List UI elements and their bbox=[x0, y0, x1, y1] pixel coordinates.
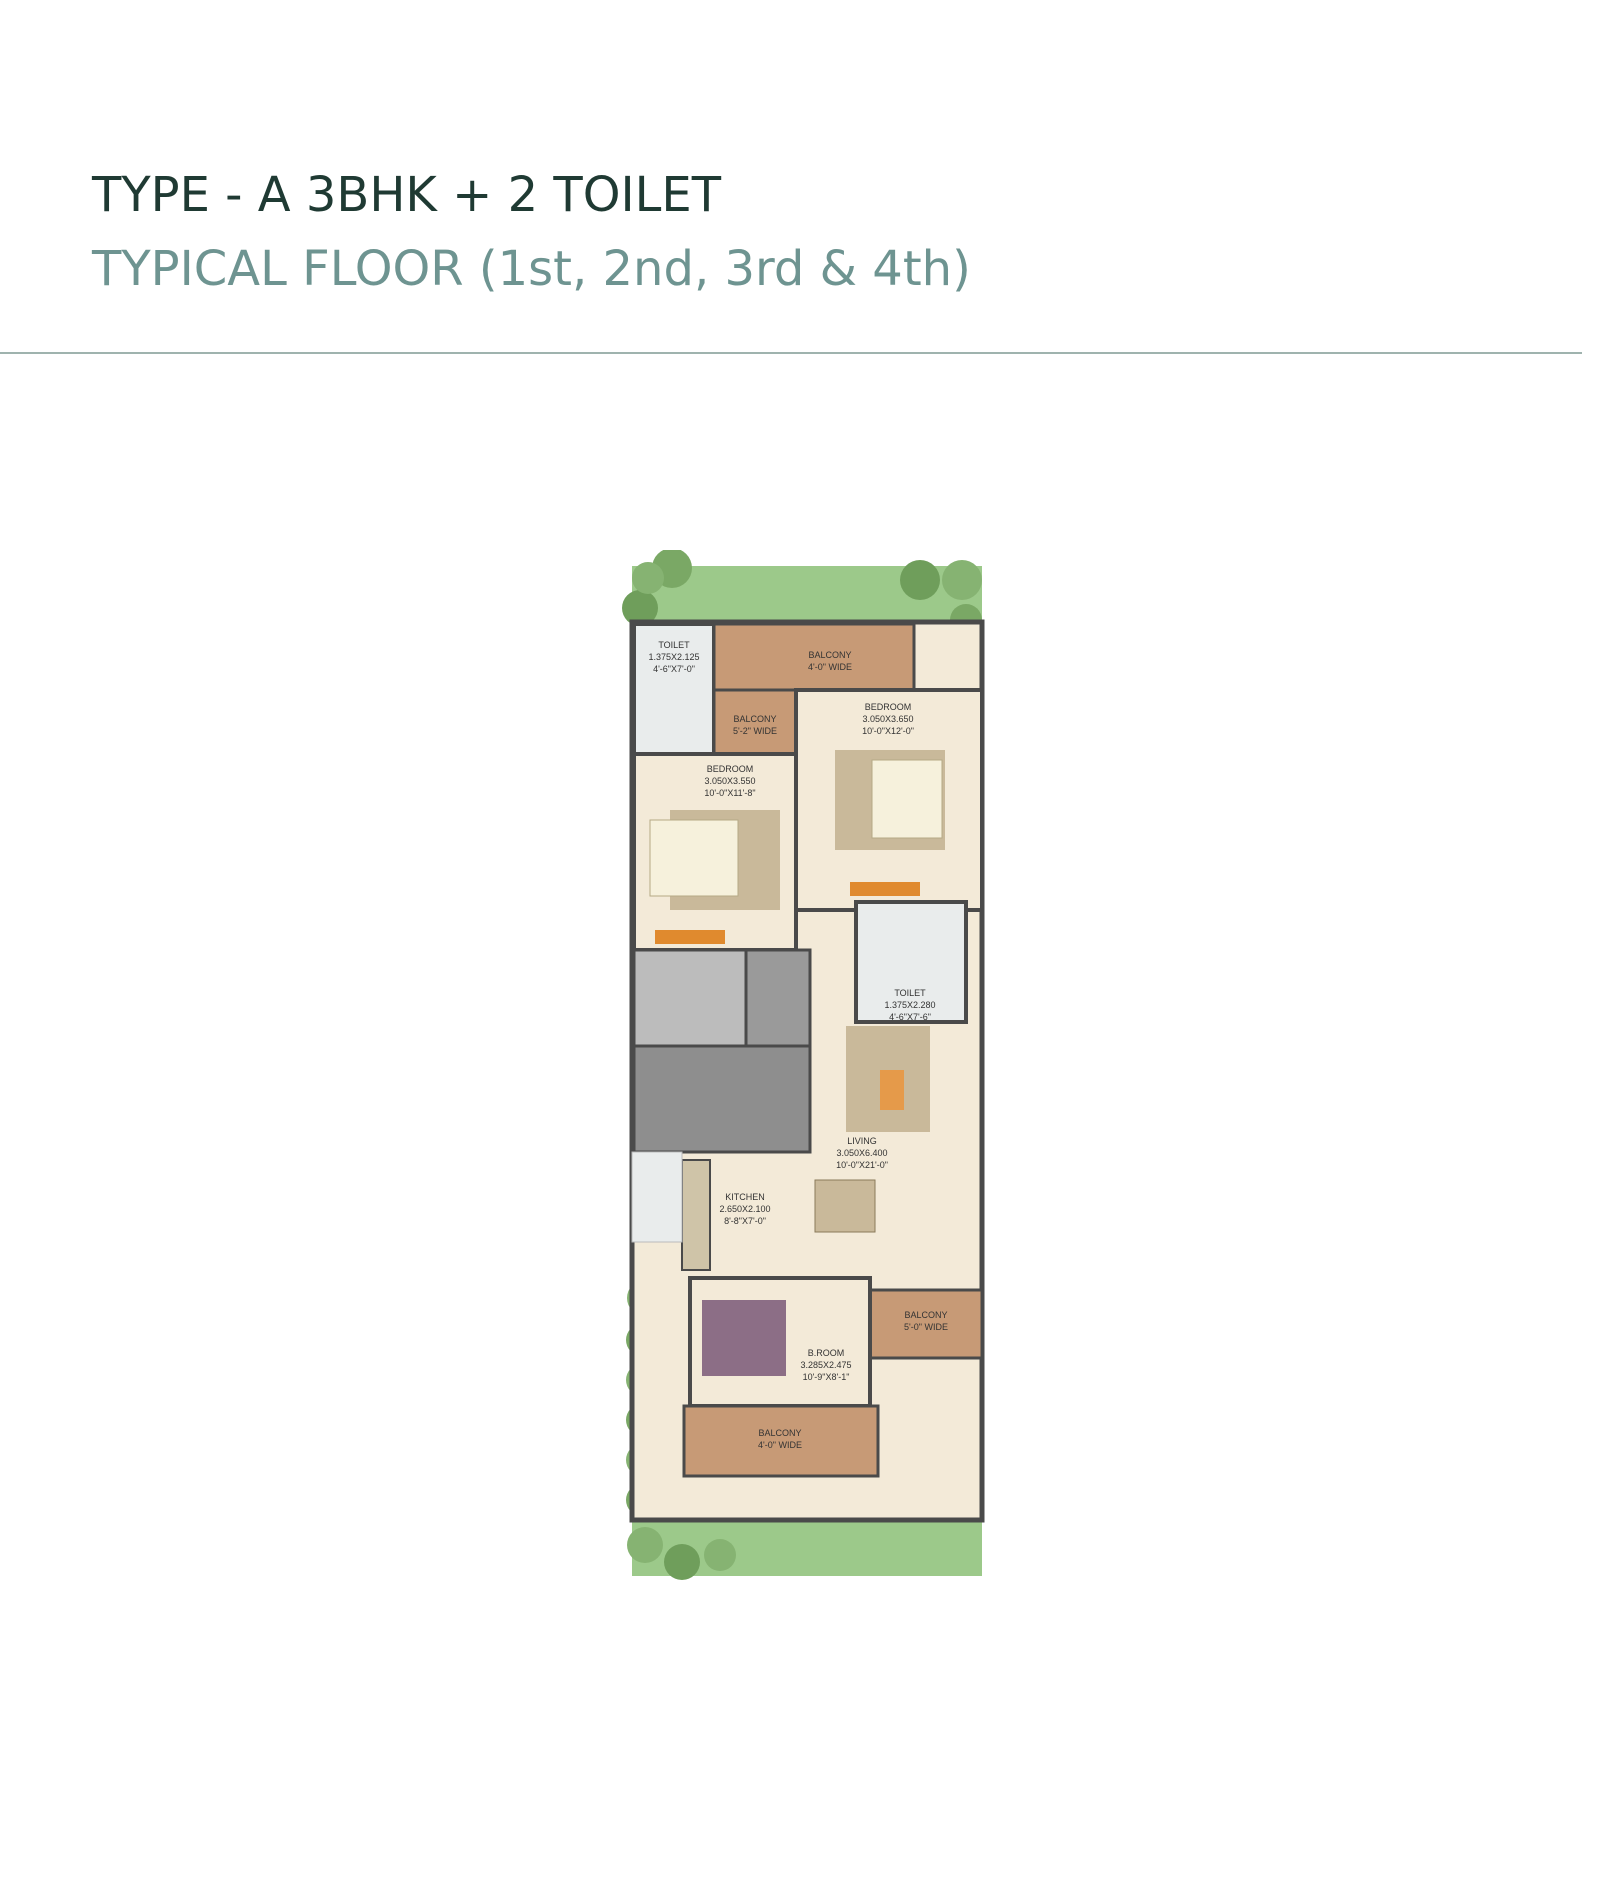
room-name: TOILET bbox=[658, 640, 690, 650]
room-size: 3.285X2.475 bbox=[800, 1360, 851, 1370]
stairs bbox=[632, 1044, 812, 1154]
floor-plan-drawing: TOILET 1.375X2.125 4'-6"X7'-0" BALCONY 4… bbox=[622, 550, 985, 1580]
balcony-bottom-area bbox=[682, 1404, 880, 1478]
room-size: 4'-6"X7'-6" bbox=[889, 1012, 931, 1022]
bed bbox=[702, 1300, 786, 1376]
room-size: 10'-0"X11'-8" bbox=[704, 788, 755, 798]
dining-table bbox=[814, 1179, 876, 1233]
room-name: BALCONY bbox=[808, 650, 851, 660]
floor-plan: TOILET 1.375X2.125 4'-6"X7'-0" BALCONY 4… bbox=[590, 550, 1010, 1610]
room-size: 5'-2" WIDE bbox=[733, 726, 777, 736]
room-size: 4'-0" WIDE bbox=[808, 662, 852, 672]
lift bbox=[632, 948, 748, 1048]
stair-landing bbox=[744, 948, 812, 1048]
room-size: 3.050X3.550 bbox=[704, 776, 755, 786]
room-name: BEDROOM bbox=[707, 764, 754, 774]
room-name: KITCHEN bbox=[725, 1192, 765, 1202]
entry-strip bbox=[631, 1151, 683, 1243]
room-name: BEDROOM bbox=[865, 702, 912, 712]
bed bbox=[871, 759, 943, 839]
tree-cluster-top-left bbox=[622, 550, 692, 626]
page-subtitle: TYPICAL FLOOR (1st, 2nd, 3rd & 4th) bbox=[92, 241, 971, 297]
room-size: 4'-0" WIDE bbox=[758, 1440, 802, 1450]
kitchen-counter bbox=[681, 1159, 711, 1271]
room-name: BALCONY bbox=[758, 1428, 801, 1438]
heading: TYPE - A 3BHK + 2 TOILET TYPICAL FLOOR (… bbox=[92, 165, 971, 299]
coffee-table bbox=[880, 1070, 904, 1110]
room-size: 10'-0"X21'-0" bbox=[836, 1160, 888, 1170]
room-name: LIVING bbox=[847, 1136, 877, 1146]
bed bbox=[649, 819, 739, 897]
room-size: 4'-6"X7'-0" bbox=[653, 664, 695, 674]
room-size: 10'-0"X12'-0" bbox=[862, 726, 914, 736]
room-size: 5'-0" WIDE bbox=[904, 1322, 948, 1332]
room-name: BALCONY bbox=[733, 714, 776, 724]
divider-line bbox=[0, 352, 1582, 354]
wardrobe bbox=[850, 882, 920, 896]
room-name: B.ROOM bbox=[808, 1348, 845, 1358]
room-name: BALCONY bbox=[904, 1310, 947, 1320]
room-name: TOILET bbox=[894, 988, 926, 998]
room-size: 8'-8"X7'-0" bbox=[724, 1216, 766, 1226]
room-size: 2.650X2.100 bbox=[719, 1204, 770, 1214]
room-size: 3.050X6.400 bbox=[836, 1148, 887, 1158]
room-labels: TOILET 1.375X2.125 4'-6"X7'-0" BALCONY 4… bbox=[648, 640, 947, 1450]
room-size: 1.375X2.125 bbox=[648, 652, 699, 662]
balcony-right-area bbox=[868, 1288, 984, 1360]
room-size: 1.375X2.280 bbox=[884, 1000, 935, 1010]
toilet-mid-area bbox=[854, 900, 968, 1024]
wardrobe bbox=[655, 930, 725, 944]
room-size: 10'-9"X8'-1" bbox=[803, 1372, 850, 1382]
page-title: TYPE - A 3BHK + 2 TOILET bbox=[92, 167, 722, 223]
room-size: 3.050X3.650 bbox=[862, 714, 913, 724]
